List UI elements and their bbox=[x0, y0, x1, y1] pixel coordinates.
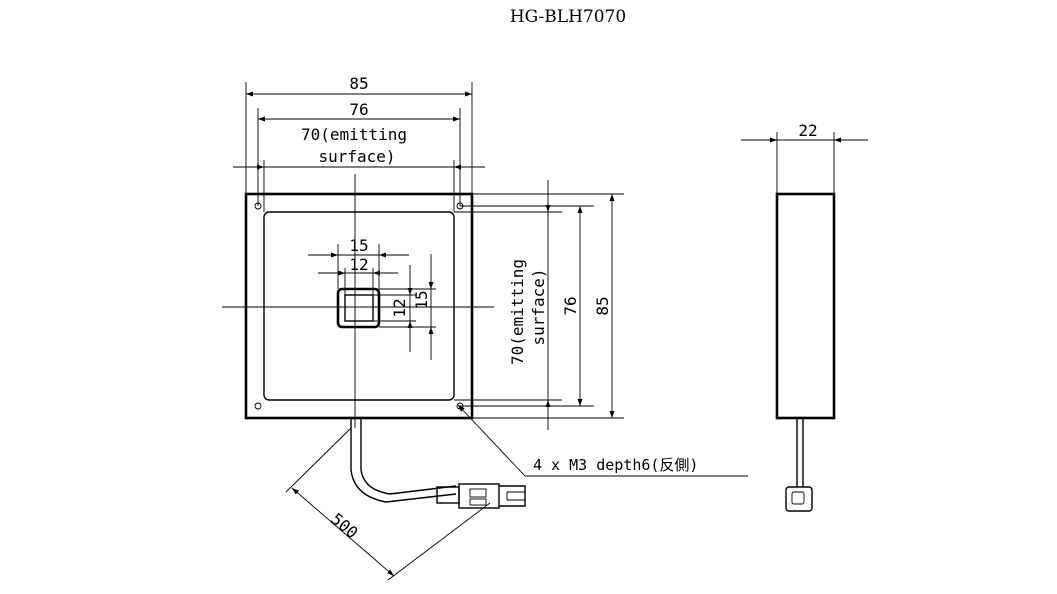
dim-width-holes: 76 bbox=[349, 100, 368, 119]
dim-height-holes: 76 bbox=[561, 296, 580, 315]
dim-cable-length: 500 bbox=[327, 509, 361, 542]
dim-window-outer-h: 15 bbox=[349, 236, 368, 255]
model-title: HG-BLH7070 bbox=[510, 7, 626, 27]
center-window-outer bbox=[336, 287, 381, 329]
cable bbox=[346, 417, 526, 509]
center-window-inner bbox=[344, 294, 374, 322]
dim-line-cable-500 bbox=[291, 487, 395, 577]
housing-outline bbox=[244, 192, 474, 420]
side-housing-outline bbox=[775, 192, 836, 420]
cable-connector-head bbox=[458, 483, 500, 509]
dim-width-emitting-line2: surface) bbox=[318, 147, 395, 166]
dim-side-thickness: 22 bbox=[798, 121, 817, 140]
dim-window-inner-v: 12 bbox=[390, 298, 409, 317]
hole-note: 4 x M3 depth6(反側) bbox=[533, 456, 698, 474]
dim-height-emitting-line2: surface) bbox=[529, 268, 548, 345]
dim-height-emitting-line1: 70(emitting bbox=[508, 259, 527, 365]
dim-window-outer-v: 15 bbox=[412, 290, 431, 309]
side-view: 22 bbox=[741, 121, 868, 512]
emitting-surface-outline bbox=[263, 211, 455, 401]
dim-width-emitting-line1: 70(emitting bbox=[301, 125, 407, 144]
hole-note-leader bbox=[457, 404, 526, 477]
front-view: 85 76 70(emitting surface) 15 12 1 bbox=[222, 74, 748, 581]
dim-window-inner-h: 12 bbox=[349, 255, 368, 274]
mount-hole-bottom-left bbox=[254, 402, 262, 410]
dim-width-outer: 85 bbox=[349, 74, 368, 93]
side-cable-connector bbox=[785, 486, 813, 512]
dim-height-outer: 85 bbox=[593, 296, 612, 315]
